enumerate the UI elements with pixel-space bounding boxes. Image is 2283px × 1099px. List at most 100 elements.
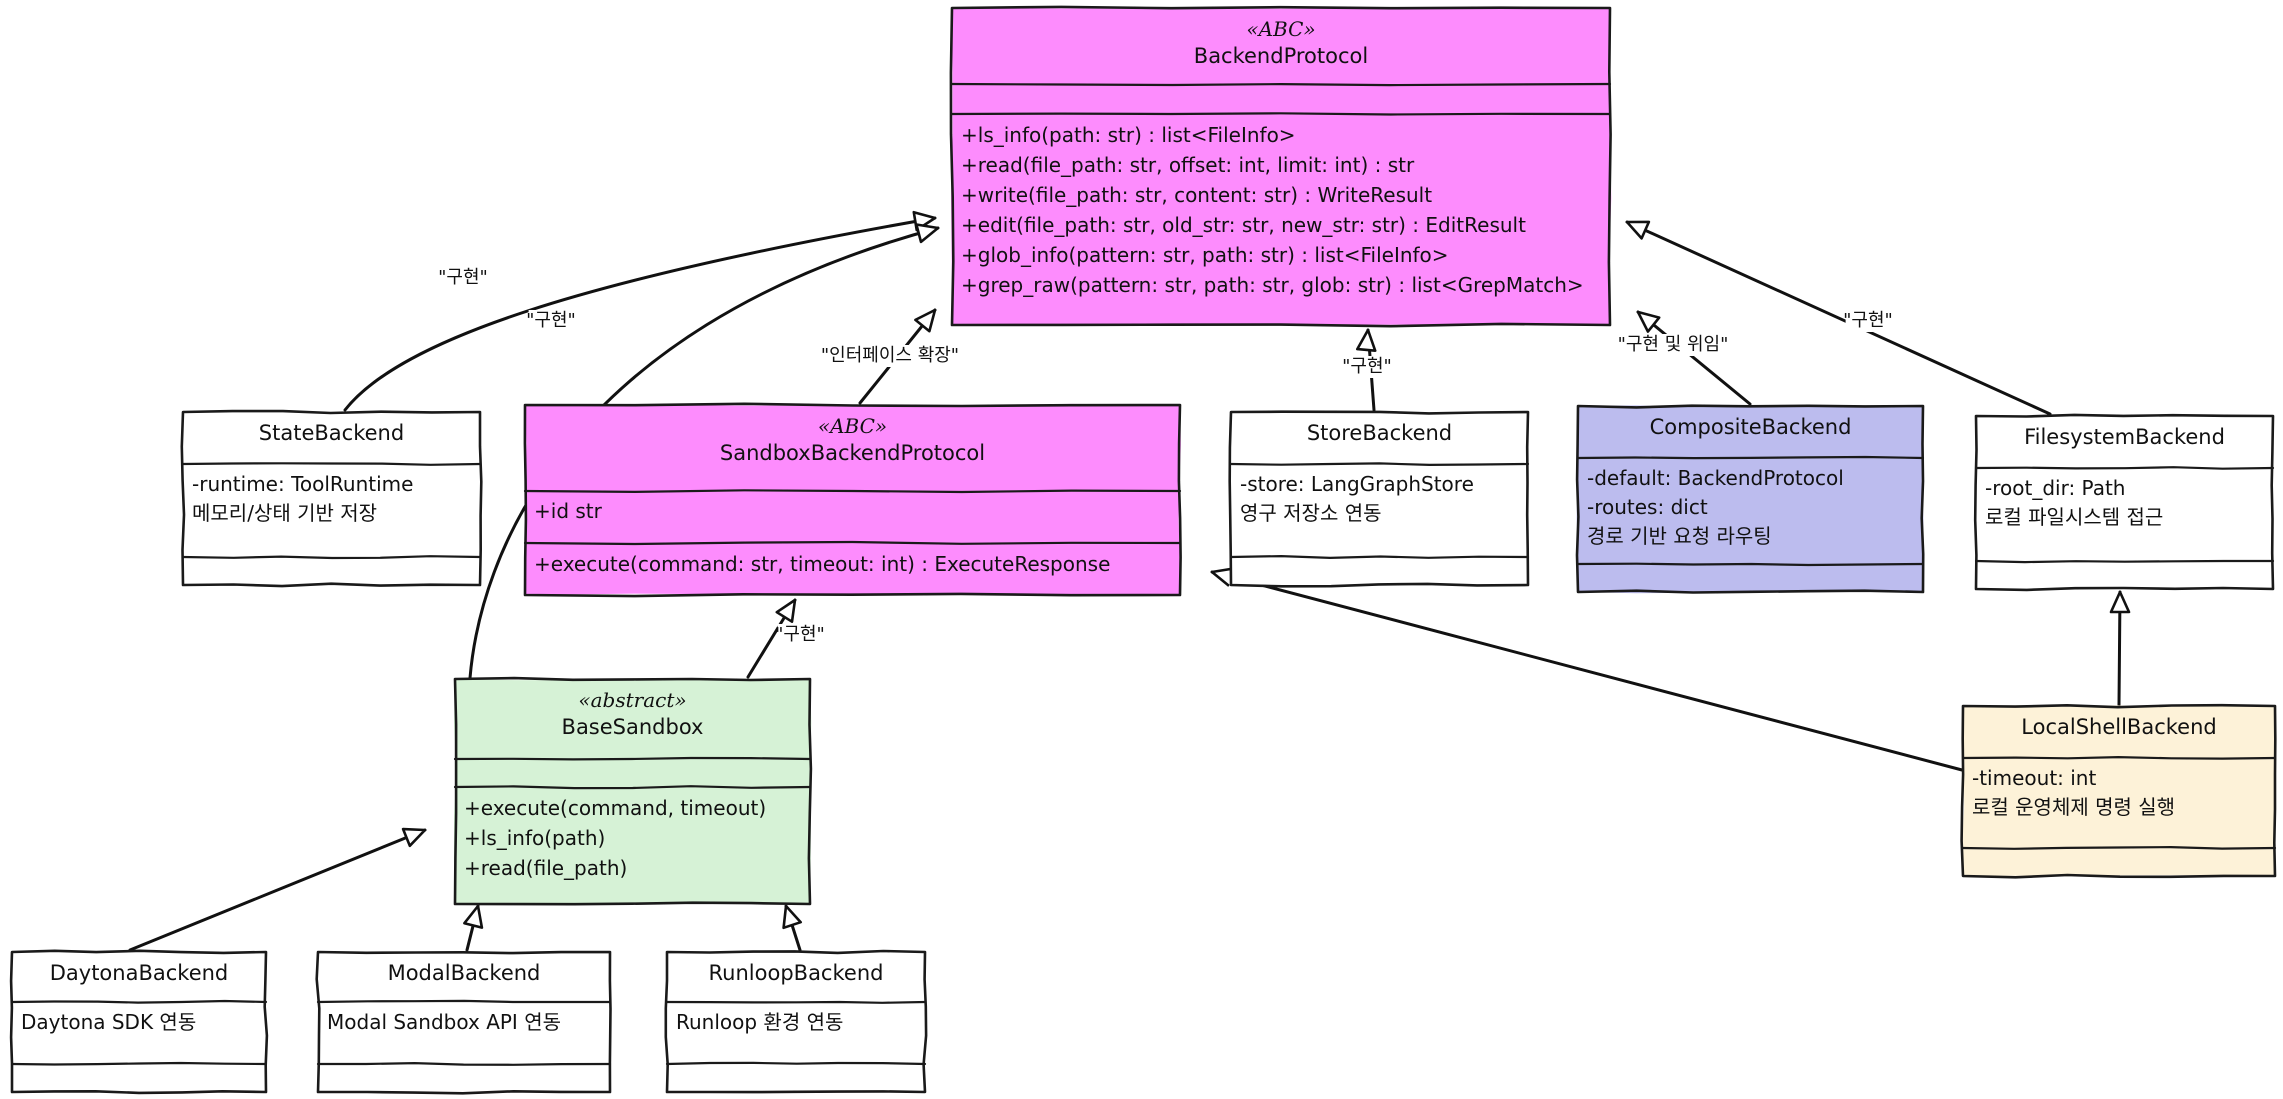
class-compartment-separator-1 bbox=[181, 462, 482, 466]
class-attribute: -routes: dict bbox=[1587, 495, 1708, 519]
class-attribute: 로컬 운영체제 명령 실행 bbox=[1972, 795, 2175, 819]
class-box-outline bbox=[1228, 410, 1530, 588]
class-box-fill bbox=[1230, 410, 1530, 587]
relation-arrowhead bbox=[463, 904, 484, 929]
class-method: +edit(file_path: str, old_str: str, new_… bbox=[961, 213, 1526, 237]
class-box-outline bbox=[523, 402, 1182, 598]
class-box-fill bbox=[1576, 405, 1924, 594]
class-box-fill bbox=[181, 411, 482, 586]
relation-label-backdrop bbox=[834, 345, 946, 367]
class-compartment-separator-1 bbox=[453, 756, 812, 761]
class-box-fill bbox=[453, 678, 812, 905]
relation-line bbox=[1636, 310, 1752, 406]
class-box-outline bbox=[180, 409, 483, 588]
class-attribute: -timeout: int bbox=[1972, 766, 2096, 790]
class-box-outline bbox=[1960, 703, 2277, 879]
class-name: RunloopBackend bbox=[709, 961, 884, 985]
class-compartment-separator-2 bbox=[523, 540, 1182, 546]
class-attribute: -default: BackendProtocol bbox=[1587, 466, 1844, 490]
class-compartment-separator-1 bbox=[1974, 466, 2275, 470]
relation-label: "구현" bbox=[438, 267, 488, 288]
relation-line bbox=[1625, 220, 2052, 416]
relation-label-backdrop bbox=[1845, 310, 1891, 332]
uml-class-sandbox-backend-protocol[interactable]: «ABC»SandboxBackendProtocol+id str+execu… bbox=[523, 402, 1182, 598]
relation-rel-basesandbox-to-sandboxproto: "구현" bbox=[746, 598, 825, 679]
relation-label-backdrop bbox=[528, 310, 574, 332]
class-compartment-separator-1 bbox=[316, 999, 612, 1004]
uml-class-state-backend[interactable]: StateBackend -runtime: ToolRuntime 메모리/상태 … bbox=[180, 409, 483, 588]
uml-class-composite-backend[interactable]: CompositeBackend-default: BackendProtoco… bbox=[1575, 404, 1925, 594]
class-box-outline bbox=[9, 949, 269, 1095]
class-stereotype: «ABC» bbox=[1246, 17, 1315, 41]
relation-label: "구현" bbox=[526, 310, 576, 331]
class-method: +execute(command, timeout) bbox=[464, 796, 766, 820]
class-box-fill bbox=[1974, 415, 2275, 591]
class-compartment-separator-1 bbox=[665, 1000, 927, 1004]
class-compartment-separator-2 bbox=[316, 1061, 612, 1066]
class-compartment-separator-2 bbox=[10, 1061, 268, 1066]
uml-class-base-sandbox[interactable]: «abstract»BaseSandbox+execute(command, t… bbox=[453, 676, 813, 906]
class-box-outline bbox=[949, 5, 1612, 328]
class-compartment-separator-2 bbox=[181, 555, 482, 560]
relation-arrowhead bbox=[1210, 567, 1234, 587]
relation-label: "구현" bbox=[775, 624, 825, 645]
class-stereotype: «ABC» bbox=[818, 414, 887, 438]
uml-class-backend-protocol[interactable]: «ABC»BackendProtocol+ls_info(path: str) … bbox=[949, 5, 1612, 328]
class-name: ModalBackend bbox=[388, 961, 541, 985]
class-compartment-separator-2 bbox=[665, 1061, 927, 1066]
class-compartment-separator-2 bbox=[950, 112, 1612, 116]
class-box-fill bbox=[666, 951, 926, 1094]
classes-layer: «ABC»BackendProtocol+ls_info(path: str) … bbox=[9, 5, 2277, 1095]
class-compartment-separator-2 bbox=[453, 785, 812, 790]
class-compartment-separator-2 bbox=[1229, 554, 1530, 560]
relation-rel-store-to-backend: "구현" bbox=[1342, 328, 1392, 412]
relation-arrowhead bbox=[914, 308, 937, 333]
class-attribute: -runtime: ToolRuntime bbox=[192, 472, 413, 496]
class-name: StoreBackend bbox=[1307, 421, 1452, 445]
class-compartment-separator-1 bbox=[10, 999, 268, 1004]
class-name: FilesystemBackend bbox=[2024, 425, 2225, 449]
relation-arrowhead bbox=[775, 598, 797, 624]
class-compartment-separator-2 bbox=[1576, 562, 1925, 567]
relation-rel-daytona-to-basesandbox bbox=[128, 827, 427, 952]
class-method: +read(file_path) bbox=[464, 856, 627, 880]
class-compartment-separator-1 bbox=[523, 489, 1182, 494]
relation-label: "구현" bbox=[1843, 310, 1893, 331]
relation-rel-composite-to-backend: "구현 및 위임" bbox=[1618, 310, 1752, 406]
relation-label: "인터페이스 확장" bbox=[821, 345, 959, 366]
class-name: SandboxBackendProtocol bbox=[720, 441, 985, 465]
relation-label-backdrop bbox=[1344, 356, 1390, 378]
class-method: +ls_info(path) bbox=[464, 826, 605, 850]
class-method: +execute(command: str, timeout: int) : E… bbox=[534, 552, 1110, 576]
relation-label-backdrop bbox=[440, 267, 486, 289]
class-box-fill bbox=[317, 950, 611, 1093]
class-attribute: Runloop 환경 연동 bbox=[676, 1010, 843, 1034]
relations-layer: "구현" "구현" "인터페이스 확장" "구현" "구현 및 위임" "구현" "구현" bbox=[128, 210, 2131, 952]
relation-arrowhead bbox=[401, 827, 427, 848]
relation-rel-localshell-to-filesystem bbox=[2109, 590, 2131, 707]
class-compartment-separator-2 bbox=[1961, 845, 2277, 850]
relation-line bbox=[128, 828, 427, 952]
class-attribute: 메모리/상태 기반 저장 bbox=[192, 501, 377, 525]
class-compartment-separator-1 bbox=[1961, 755, 2277, 760]
relation-label-backdrop bbox=[777, 624, 823, 646]
relation-rel-filesystem-to-backend: "구현" bbox=[1625, 220, 2052, 416]
class-name: StateBackend bbox=[259, 421, 404, 445]
class-box-outline bbox=[1575, 404, 1925, 594]
class-box-outline bbox=[664, 949, 928, 1094]
relation-line bbox=[343, 216, 937, 412]
relation-arrowhead bbox=[915, 223, 940, 244]
relation-label: "구현" bbox=[1342, 356, 1392, 377]
class-compartment-separator-1 bbox=[1576, 455, 1925, 460]
class-compartment-separator-1 bbox=[950, 82, 1612, 87]
class-box-fill bbox=[1961, 705, 2276, 877]
class-method: +read(file_path: str, offset: int, limit… bbox=[961, 153, 1415, 177]
relation-rel-runloop-to-basesandbox bbox=[782, 904, 803, 952]
